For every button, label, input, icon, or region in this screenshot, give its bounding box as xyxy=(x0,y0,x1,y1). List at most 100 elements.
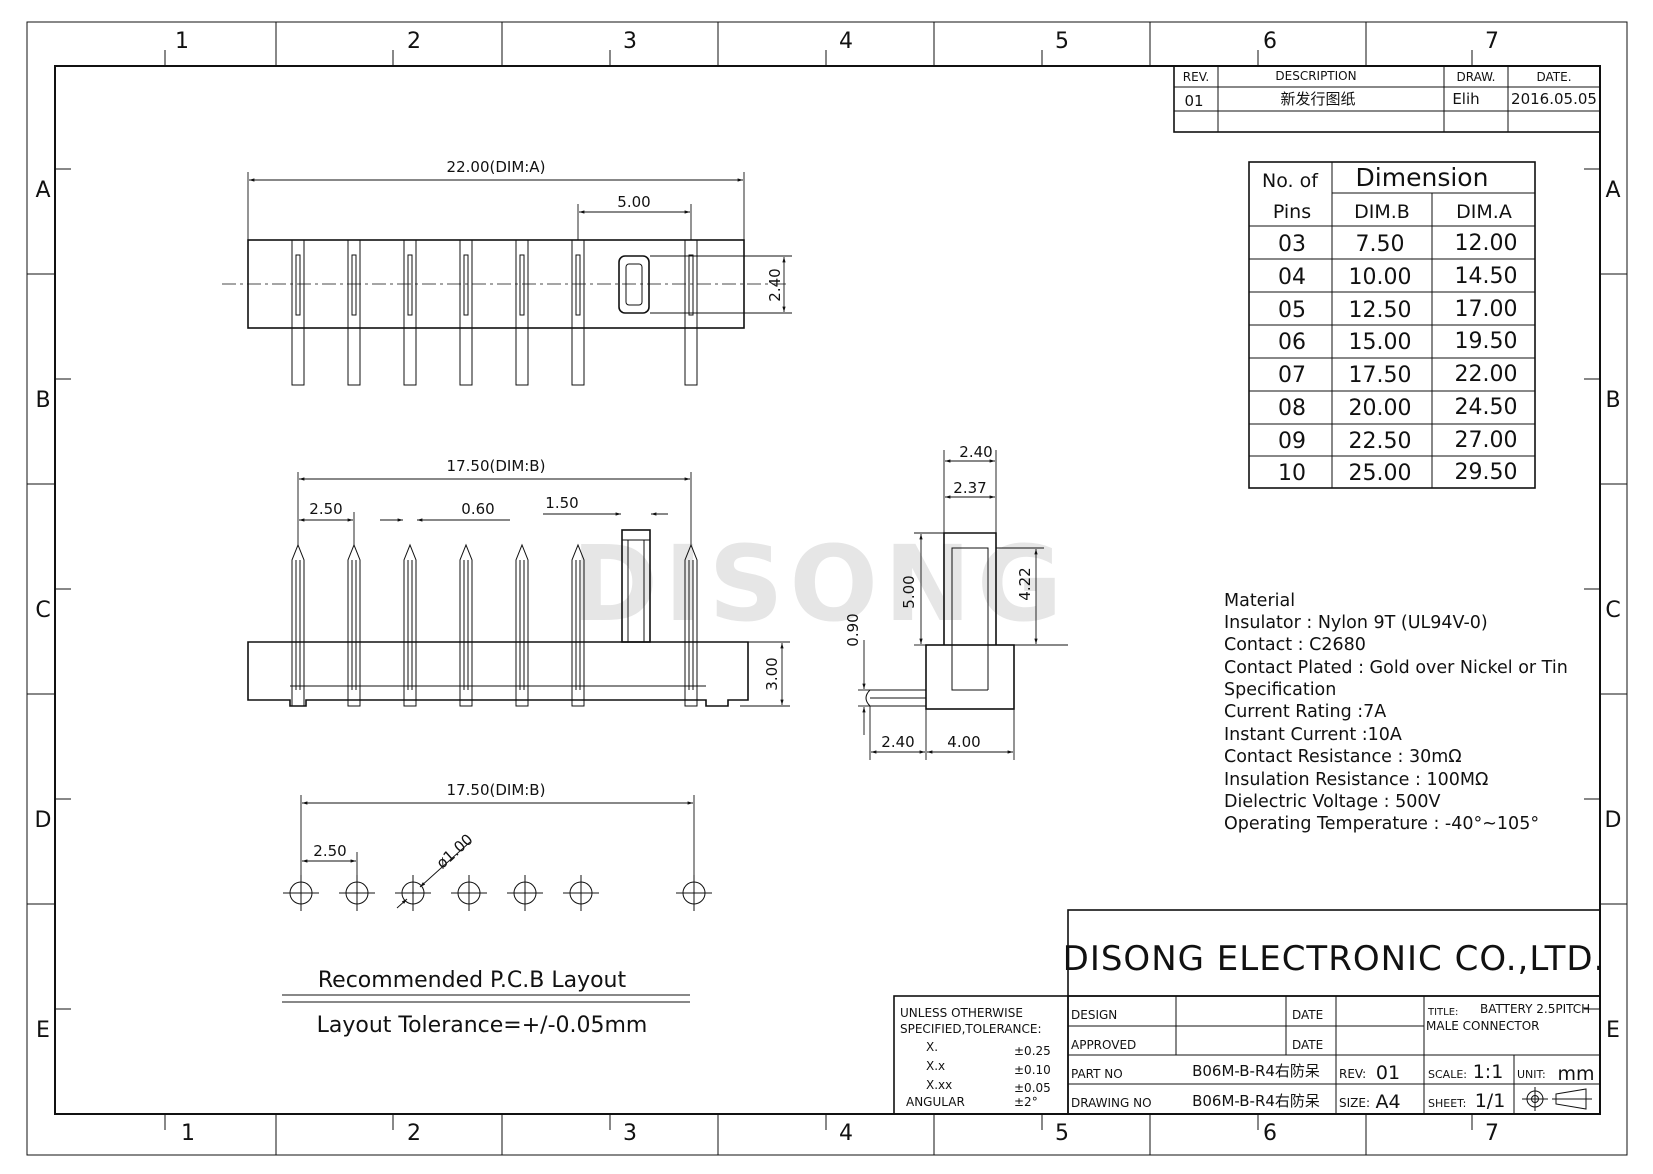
dim-table-b-04: 10.00 xyxy=(1349,265,1412,290)
material-line-11: Operating Temperature : -40°~105° xyxy=(1224,814,1539,834)
side-dim-top-outer: 2.40 xyxy=(959,443,992,461)
dim-table-pins-09: 09 xyxy=(1278,429,1306,454)
top-dim-height: 2.40 xyxy=(766,268,784,301)
pcb-dim-pitch: 2.50 xyxy=(313,842,346,860)
dim-table-b-06: 15.00 xyxy=(1349,330,1412,355)
zone-col-7-bottom: 7 xyxy=(1485,1121,1499,1146)
dim-table-pins: Pins xyxy=(1273,201,1311,223)
tolerance-xxx-label: X.xx xyxy=(926,1078,952,1092)
material-line-8: Contact Resistance : 30mΩ xyxy=(1224,747,1462,767)
part-no: B06M-B-R4右防呆 xyxy=(1192,1062,1320,1080)
scale-value: 1:1 xyxy=(1473,1061,1504,1083)
rev-row-rev: 01 xyxy=(1184,92,1203,110)
rev-header-description: DESCRIPTION xyxy=(1275,69,1356,83)
dim-table-a-03: 12.00 xyxy=(1455,231,1518,256)
zone-col-4-top: 4 xyxy=(839,29,853,54)
part-no-label: PART NO xyxy=(1071,1067,1123,1081)
material-line-4: Contact Plated : Gold over Nickel or Tin xyxy=(1224,658,1568,678)
dim-table-dimension: Dimension xyxy=(1356,163,1489,192)
projection-symbol-icon xyxy=(1522,1087,1592,1111)
tolerance-xx-label: X.x xyxy=(926,1059,945,1073)
rev-label: REV: xyxy=(1339,1067,1366,1081)
side-dim-left-height: 5.00 xyxy=(900,575,918,608)
approved-label: APPROVED xyxy=(1071,1038,1136,1052)
tolerance-xxx-value: ±0.05 xyxy=(1014,1081,1051,1095)
side-dim-base: 4.00 xyxy=(947,733,980,751)
pcb-layout: 17.50(DIM:B) 2.50 ø1.00 Recommended P.C.… xyxy=(282,781,712,1038)
zone-row-d-left: D xyxy=(35,808,52,833)
material-line-6: Current Rating :7A xyxy=(1224,702,1386,722)
drawing-no-label: DRAWING NO xyxy=(1071,1096,1152,1110)
zone-col-1-bottom: 1 xyxy=(181,1121,195,1146)
top-dim-overall: 22.00(DIM:A) xyxy=(447,158,546,176)
title-line-2: MALE CONNECTOR xyxy=(1426,1019,1540,1033)
zone-col-2-bottom: 2 xyxy=(407,1121,421,1146)
material-notes: Material Insulator : Nylon 9T (UL94V-0) … xyxy=(1224,591,1568,834)
dim-table-a-05: 17.00 xyxy=(1455,297,1518,322)
zone-col-4-bottom: 4 xyxy=(839,1121,853,1146)
zone-col-7-top: 7 xyxy=(1485,29,1499,54)
dim-table-no-of: No. of xyxy=(1262,170,1319,192)
rev-row-description: 新发行图纸 xyxy=(1280,90,1355,108)
tolerance-x-value: ±0.25 xyxy=(1014,1044,1051,1058)
pcb-layout-tolerance: Layout Tolerance=+/-0.05mm xyxy=(317,1013,648,1038)
inner-border xyxy=(54,65,1601,1115)
unit-label: UNIT: xyxy=(1517,1068,1546,1081)
side-dim-bend: 0.90 xyxy=(844,613,862,646)
tolerance-x-label: X. xyxy=(926,1040,938,1054)
dim-table-a-09: 27.00 xyxy=(1455,428,1518,453)
zone-row-d-right: D xyxy=(1605,808,1622,833)
material-line-2: Insulator : Nylon 9T (UL94V-0) xyxy=(1224,613,1488,633)
material-line-7: Instant Current :10A xyxy=(1224,725,1402,745)
top-dim-pitch-key: 5.00 xyxy=(617,193,650,211)
dim-table-a-06: 19.50 xyxy=(1455,329,1518,354)
zone-row-e-right: E xyxy=(1606,1018,1620,1043)
scale-label: SCALE: xyxy=(1428,1068,1467,1081)
dim-table-pins-03: 03 xyxy=(1278,232,1306,257)
dim-table-b-05: 12.50 xyxy=(1349,298,1412,323)
rev-header-rev: REV. xyxy=(1183,70,1209,84)
unit-value: mm xyxy=(1557,1063,1594,1085)
sheet-value: 1/1 xyxy=(1475,1090,1506,1112)
side-view: 2.40 2.37 5.00 4.22 0.90 2.40 4.00 xyxy=(844,443,1068,760)
dim-table-pins-10: 10 xyxy=(1278,461,1306,486)
zone-row-a-right: A xyxy=(1605,178,1620,203)
front-dim-overall: 17.50(DIM:B) xyxy=(447,457,546,475)
zone-row-e-left: E xyxy=(36,1018,50,1043)
design-label: DESIGN xyxy=(1071,1008,1117,1022)
rev-header-date: DATE. xyxy=(1536,70,1571,84)
pcb-dim-hole: ø1.00 xyxy=(433,830,477,872)
dim-table-a-04: 14.50 xyxy=(1455,264,1518,289)
zone-row-b-right: B xyxy=(1605,388,1620,413)
tolerance-angular-label: ANGULAR xyxy=(906,1095,965,1109)
dim-table-b-08: 20.00 xyxy=(1349,396,1412,421)
dim-table-pins-04: 04 xyxy=(1278,265,1306,290)
title-block: DISONG ELECTRONIC CO.,LTD. UNLESS OTHERW… xyxy=(893,909,1606,1115)
tolerance-heading-2: SPECIFIED,TOLERANCE: xyxy=(900,1022,1042,1036)
zone-row-a-left: A xyxy=(35,178,50,203)
tolerance-angular-value: ±2° xyxy=(1014,1095,1038,1109)
dim-table-col-b: DIM.B xyxy=(1354,201,1410,223)
dim-table-b-09: 22.50 xyxy=(1349,429,1412,454)
zone-row-c-right: C xyxy=(1605,598,1620,623)
rev-header-draw: DRAW. xyxy=(1457,70,1496,84)
dim-table-pins-06: 06 xyxy=(1278,330,1306,355)
rev-value: 01 xyxy=(1376,1062,1400,1084)
company-name: DISONG ELECTRONIC CO.,LTD. xyxy=(1063,939,1606,979)
side-dim-top-inner: 2.37 xyxy=(953,479,986,497)
title-label: TITLE: xyxy=(1427,1007,1458,1018)
material-line-3: Contact : C2680 xyxy=(1224,635,1366,655)
dim-table-a-07: 22.00 xyxy=(1455,362,1518,387)
tolerance-heading-1: UNLESS OTHERWISE xyxy=(900,1006,1023,1020)
side-dim-tail: 2.40 xyxy=(881,733,914,751)
dim-table-col-a: DIM.A xyxy=(1456,201,1512,223)
zone-row-b-left: B xyxy=(35,388,50,413)
sheet-label: SHEET: xyxy=(1428,1097,1466,1110)
dim-table-b-03: 7.50 xyxy=(1356,232,1405,257)
zone-labels: 1 2 3 4 5 6 7 1 2 3 4 5 6 7 A B C D E A … xyxy=(35,29,1622,1146)
zone-ticks xyxy=(27,22,1627,1155)
zone-col-3-top: 3 xyxy=(623,29,637,54)
zone-col-1-top: 1 xyxy=(175,29,189,54)
front-dim-pin-width: 0.60 xyxy=(461,500,494,518)
